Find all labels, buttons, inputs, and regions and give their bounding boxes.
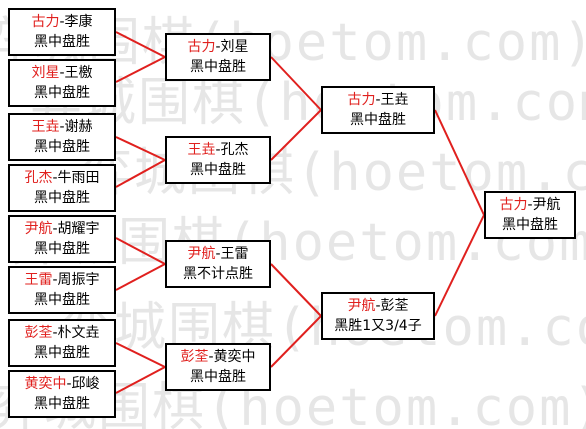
winner-name: 尹航 <box>187 246 216 262</box>
winner-name: 尹航 <box>24 221 53 237</box>
match-box-r1-1: 古力-李康 黑中盘胜 <box>8 8 116 56</box>
winner-name: 古力 <box>347 92 376 108</box>
match-players: 古力-王垚 <box>347 92 409 108</box>
match-result: 黑中盘胜 <box>34 396 90 412</box>
bracket-line <box>115 56 166 83</box>
match-players: 古力-李康 <box>31 14 93 30</box>
match-result: 黑不计点胜 <box>183 266 253 282</box>
bracket-line <box>270 315 322 368</box>
match-result: 黑中盘胜 <box>34 85 90 101</box>
bracket-line <box>115 366 166 394</box>
loser-name: 邱峻 <box>71 376 100 392</box>
loser-name: 胡耀宇 <box>57 221 100 237</box>
winner-name: 彭荃 <box>180 349 209 365</box>
match-players: 尹航-胡耀宇 <box>24 221 100 237</box>
match-box-r1-8: 黄奕中-邱峻 黑中盘胜 <box>8 370 116 418</box>
loser-name: 王垚 <box>380 92 409 108</box>
match-players: 王垚-谢赫 <box>31 119 93 135</box>
match-result: 黑中盘胜 <box>190 369 246 385</box>
winner-name: 王垚 <box>187 142 216 158</box>
match-box-r1-7: 彭荃-朴文垚 黑中盘胜 <box>8 319 116 367</box>
match-box-r2-1: 古力-刘星 黑中盘胜 <box>165 33 271 81</box>
match-result: 黑中盘胜 <box>34 139 90 155</box>
loser-name: 牛雨田 <box>57 170 100 186</box>
bracket-line <box>115 237 166 265</box>
bracket-line <box>434 109 485 216</box>
match-result: 黑中盘胜 <box>350 112 406 128</box>
match-result: 黑中盘胜 <box>34 241 90 257</box>
loser-name: 周振宇 <box>57 272 100 288</box>
match-box-r1-6: 王雷-周振宇 黑中盘胜 <box>8 266 116 314</box>
match-players: 彭荃-朴文垚 <box>24 325 100 341</box>
bracket-line <box>434 214 485 317</box>
bracket-line <box>115 159 166 188</box>
match-box-r1-4: 孔杰-牛雨田 黑中盘胜 <box>8 164 116 212</box>
match-players: 古力-刘星 <box>187 39 249 55</box>
match-result: 黑中盘胜 <box>34 292 90 308</box>
match-box-r3-2: 尹航-彭荃 黑胜1又3/4子 <box>321 292 435 340</box>
match-players: 尹航-彭荃 <box>347 298 409 314</box>
loser-name: 王雷 <box>220 246 249 262</box>
winner-name: 古力 <box>31 14 60 30</box>
loser-name: 李康 <box>64 14 93 30</box>
loser-name: 孔杰 <box>220 142 249 158</box>
match-box-r1-2: 刘星-王檄 黑中盘胜 <box>8 59 116 107</box>
winner-name: 彭荃 <box>24 325 53 341</box>
match-box-r1-5: 尹航-胡耀宇 黑中盘胜 <box>8 215 116 263</box>
loser-name: 王檄 <box>64 65 93 81</box>
winner-name: 古力 <box>499 197 528 213</box>
match-box-final: 古力-尹航 黑中盘胜 <box>484 191 576 239</box>
match-box-r2-3: 尹航-王雷 黑不计点胜 <box>165 240 271 288</box>
bracket-line <box>115 263 166 291</box>
winner-name: 王雷 <box>24 272 53 288</box>
winner-name: 刘星 <box>31 65 60 81</box>
loser-name: 尹航 <box>532 197 561 213</box>
match-result: 黑中盘胜 <box>34 345 90 361</box>
match-players: 刘星-王檄 <box>31 65 93 81</box>
loser-name: 朴文垚 <box>57 325 100 341</box>
bracket-line <box>115 342 166 368</box>
bracket-line <box>115 136 166 161</box>
match-box-r2-4: 彭荃-黄奕中 黑中盘胜 <box>165 343 271 391</box>
bracket-line <box>270 56 322 111</box>
match-result: 黑中盘胜 <box>502 217 558 233</box>
loser-name: 刘星 <box>220 39 249 55</box>
match-players: 黄奕中-邱峻 <box>24 376 100 392</box>
match-result: 黑中盘胜 <box>34 190 90 206</box>
match-box-r1-3: 王垚-谢赫 黑中盘胜 <box>8 113 116 161</box>
match-players: 尹航-王雷 <box>187 246 249 262</box>
winner-name: 王垚 <box>31 119 60 135</box>
match-result: 黑中盘胜 <box>34 34 90 50</box>
match-result: 黑胜1又3/4子 <box>334 318 422 334</box>
winner-name: 黄奕中 <box>24 376 67 392</box>
loser-name: 谢赫 <box>64 119 93 135</box>
match-players: 彭荃-黄奕中 <box>180 349 256 365</box>
match-players: 古力-尹航 <box>499 197 561 213</box>
bracket-line <box>270 109 322 161</box>
loser-name: 黄奕中 <box>213 349 256 365</box>
match-result: 黑中盘胜 <box>190 162 246 178</box>
winner-name: 尹航 <box>347 298 376 314</box>
match-players: 王垚-孔杰 <box>187 142 249 158</box>
match-players: 王雷-周振宇 <box>24 272 100 288</box>
bracket-line <box>270 263 322 317</box>
match-box-r2-2: 王垚-孔杰 黑中盘胜 <box>165 136 271 184</box>
match-box-r3-1: 古力-王垚 黑中盘胜 <box>321 86 435 134</box>
loser-name: 彭荃 <box>380 298 409 314</box>
winner-name: 古力 <box>187 39 216 55</box>
match-result: 黑中盘胜 <box>190 59 246 75</box>
bracket-line <box>115 31 166 58</box>
winner-name: 孔杰 <box>24 170 53 186</box>
match-players: 孔杰-牛雨田 <box>24 170 100 186</box>
